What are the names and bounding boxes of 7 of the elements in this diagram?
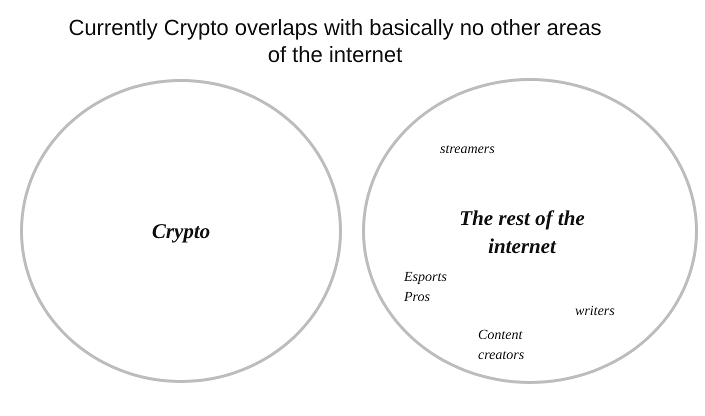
group-label: Esports Pros — [404, 269, 448, 307]
circle-label: Crypto — [150, 218, 212, 245]
circle-label: The rest of the internet — [458, 205, 586, 260]
diagram-title: Currently Crypto overlaps with basically no other areas of the internet — [67, 14, 603, 68]
group-label: writers — [575, 303, 616, 321]
group-label: Content creators — [478, 327, 526, 365]
group-label: streamers — [440, 141, 496, 159]
